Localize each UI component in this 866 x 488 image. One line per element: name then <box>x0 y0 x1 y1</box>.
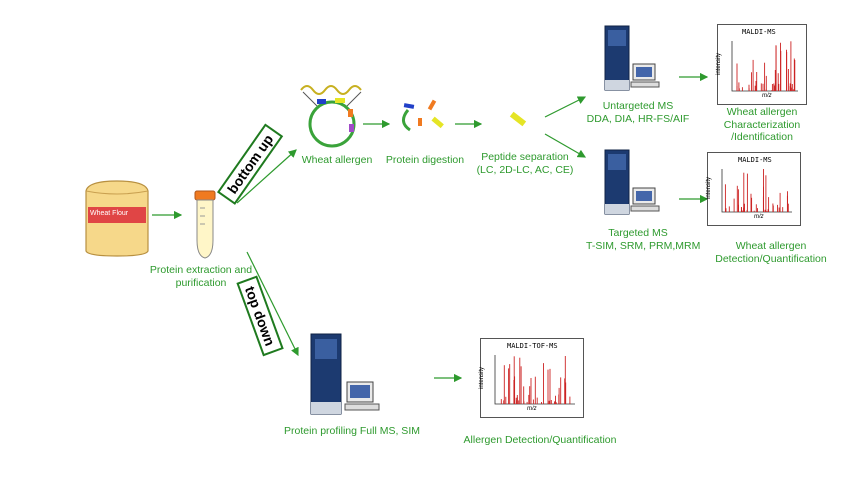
mass-spectrometer-icon-targeted <box>604 149 660 215</box>
label-detection-line-2: Detection/Quantification <box>715 252 827 265</box>
label-peptide-line-1: Peptide separation <box>481 151 569 163</box>
centrifuge-tube-icon <box>194 190 216 259</box>
spectrum-ylabel: intensity <box>716 52 723 76</box>
label-allergen-detection: Allergen Detection/Quantification <box>463 434 617 446</box>
spectrum-ylabel: intensity <box>706 176 713 200</box>
wheat-flour-jar-icon <box>85 180 149 257</box>
label-char-line-2: Characterization <box>723 118 801 131</box>
label-peptide-line-2: (LC, 2D-LC, AC, CE) <box>476 163 574 176</box>
label-profiling: Protein profiling Full MS, SIM <box>284 425 420 437</box>
arrow-bottom-up <box>236 149 297 204</box>
label-targeted-line-1: Targeted MS <box>608 227 668 239</box>
arrow-top-down <box>246 251 299 357</box>
label-characterization: Wheat allergen Characterization /Identif… <box>710 106 814 144</box>
label-untargeted-line-1: Untargeted MS <box>602 100 674 112</box>
label-targeted-line-2: T-SIM, SRM, PRM,MRM <box>586 239 701 252</box>
label-untargeted-line-2: DDA, DIA, HR-FS/AIF <box>586 112 690 125</box>
spectrum-title: MALDI-MS <box>742 28 776 36</box>
label-detection-line-1: Wheat allergen <box>735 240 807 252</box>
spectrum-maldi-ms-1: MALDI-MS intensity m/z <box>716 24 807 105</box>
mass-spectrometer-icon-untargeted <box>604 25 660 91</box>
spectrum-maldi-tof-ms: MALDI-TOF-MS intensity m/z <box>479 338 584 418</box>
protein-structure-icon <box>300 85 362 148</box>
label-extraction: Protein extraction and purification <box>143 264 259 289</box>
spectrum-xlabel: m/z <box>527 406 537 412</box>
arrow-to-untargeted <box>544 96 587 118</box>
flour-label: Wheat Flour <box>90 210 129 217</box>
spectrum-title: MALDI-MS <box>738 156 772 164</box>
label-targeted: Targeted MS T-SIM, SRM, PRM,MRM <box>586 227 701 252</box>
mass-spectrometer-icon-profiling <box>310 333 380 415</box>
spectrum-xlabel: m/z <box>762 93 772 99</box>
label-extraction-line-2: purification <box>175 276 227 289</box>
label-char-line-3: /Identification <box>731 131 793 143</box>
label-protein-digestion: Protein digestion <box>385 154 465 166</box>
protein-digestion-icon <box>402 99 444 132</box>
label-untargeted: Untargeted MS DDA, DIA, HR-FS/AIF <box>586 100 690 125</box>
label-char-line-1: Wheat allergen <box>726 106 798 118</box>
label-extraction-line-1: Protein extraction and <box>149 264 253 276</box>
peptide-fragment-icon <box>509 111 527 127</box>
spectrum-title: MALDI-TOF-MS <box>507 342 558 350</box>
spectrum-maldi-ms-2: MALDI-MS intensity m/z <box>706 152 801 226</box>
spectrum-ylabel: intensity <box>479 366 486 390</box>
label-peptide-separation: Peptide separation (LC, 2D-LC, AC, CE) <box>470 151 580 176</box>
label-detection: Wheat allergen Detection/Quantification <box>706 240 836 265</box>
arrow-to-targeted <box>544 133 587 158</box>
spectrum-xlabel: m/z <box>754 214 764 220</box>
label-wheat-allergen: Wheat allergen <box>301 154 373 166</box>
